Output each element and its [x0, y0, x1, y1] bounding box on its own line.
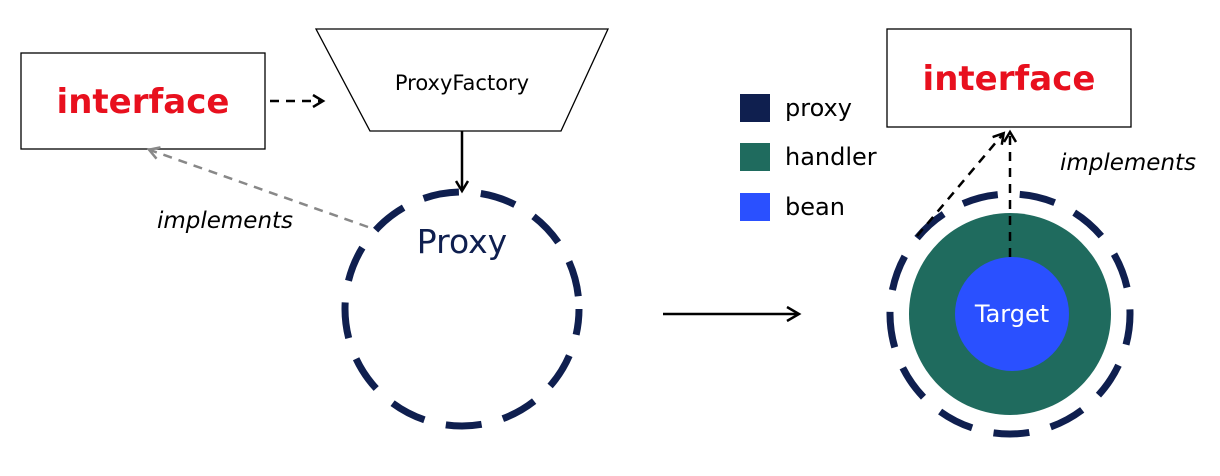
right-interface-label: interface [923, 59, 1096, 99]
legend-label-bean: bean [785, 193, 845, 221]
legend-label-handler: handler [785, 143, 877, 171]
right-interface-box: interface [886, 28, 1132, 128]
legend-label-proxy: proxy [785, 94, 852, 122]
legend: proxy handler bean [740, 94, 877, 221]
legend-swatch-proxy [740, 94, 770, 122]
outer-proxy-circle [886, 190, 1134, 438]
left-implements-label: implements [157, 208, 293, 234]
legend-swatch-handler [740, 143, 770, 171]
legend-item-handler: handler [740, 143, 877, 171]
left-implements-arrow [150, 150, 369, 229]
target-circle [955, 257, 1069, 371]
legend-item-proxy: proxy [740, 94, 852, 122]
right-implements-label: implements [1060, 150, 1196, 176]
left-interface-box: interface [20, 52, 266, 150]
proxy-implements-arrow [916, 134, 1003, 237]
proxy-factory-label: ProxyFactory [395, 71, 529, 95]
legend-swatch-bean [740, 193, 770, 221]
legend-item-bean: bean [740, 193, 845, 221]
proxy-circle [341, 188, 583, 430]
target-label: Target [974, 300, 1049, 328]
proxy-label: Proxy [417, 222, 507, 261]
proxy-factory-shape: ProxyFactory [314, 28, 610, 132]
left-interface-label: interface [57, 82, 230, 122]
